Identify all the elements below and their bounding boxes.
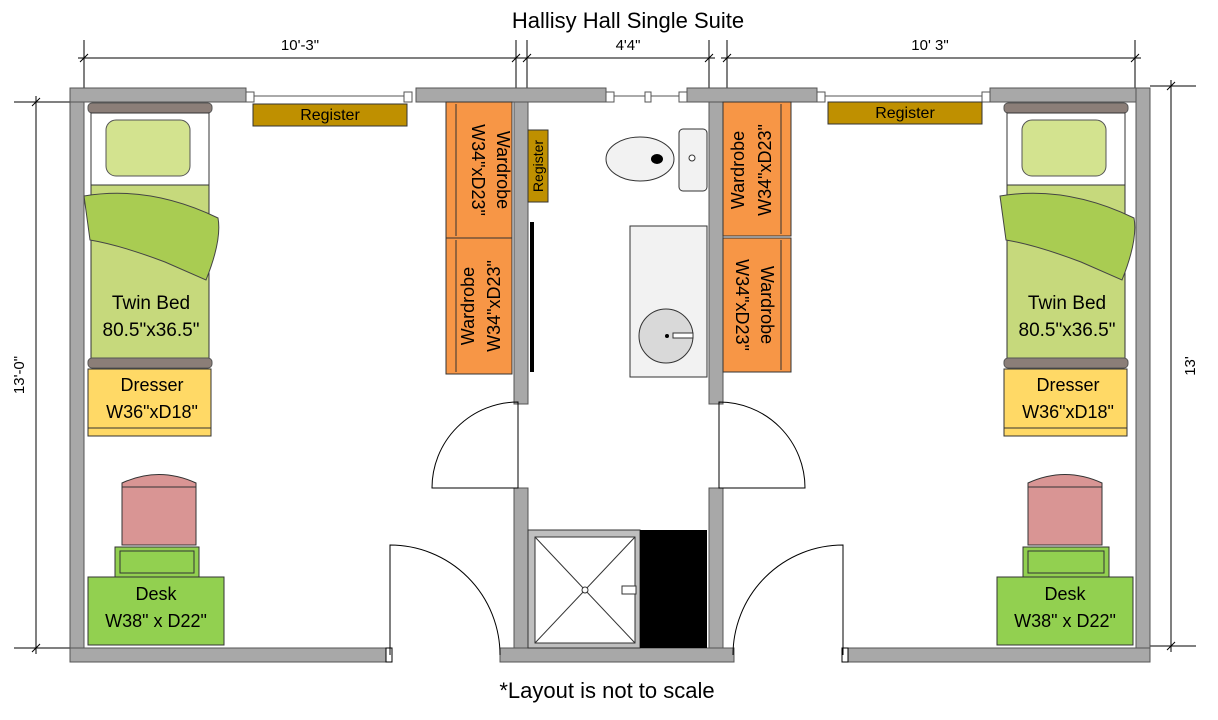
right-wardrobe-top-name: Wardrobe: [728, 131, 748, 209]
right-entry-door-swing: [732, 544, 844, 656]
left-bed-size: 80.5"x36.5": [103, 320, 200, 341]
right-desk-name: Desk: [1044, 584, 1086, 604]
right-entry-door[interactable]: [841, 647, 849, 663]
left-dresser: [87, 368, 212, 437]
left-desk: [87, 576, 225, 646]
left-desk-top: [114, 546, 200, 578]
right-register: [827, 101, 983, 125]
left-wardrobes: Wardrobe W34"xD23" Wardrobe W34"xD23": [445, 101, 534, 375]
right-wardrobes: Wardrobe W34"xD23" Wardrobe W34"xD23": [722, 101, 792, 373]
shower-curtain-area: [640, 530, 707, 648]
bathroom: [527, 128, 708, 649]
dim-left-width: 10'-3": [281, 37, 319, 54]
right-wardrobe-top: [722, 101, 792, 237]
right-dresser-size: W36"xD18": [1022, 402, 1114, 422]
toilet-bowl: [605, 136, 675, 182]
right-register-label: Register: [875, 105, 935, 122]
dim-right-width: 10' 3": [911, 37, 948, 54]
bath-door-left-swing: [431, 401, 519, 489]
right-desk: [996, 576, 1134, 646]
bath-door-right-swing: [718, 401, 806, 489]
left-desk-size: W38" x D22": [105, 611, 207, 631]
right-desk-size: W38" x D22": [1014, 611, 1116, 631]
right-bed-name: Twin Bed: [1028, 293, 1106, 314]
left-blanket-fold: [83, 192, 220, 281]
right-dresser: [1003, 368, 1128, 437]
left-wardrobe-bottom-size: W34"xD23": [484, 260, 504, 352]
left-wardrobe-bottom-name: Wardrobe: [458, 267, 478, 345]
bath-register: [527, 129, 549, 203]
bath-register-label: Register: [530, 140, 546, 192]
right-wardrobe-bottom-name: Wardrobe: [757, 266, 777, 344]
right-dresser-name: Dresser: [1036, 375, 1099, 395]
left-room: Register Twin Bed 80.5"x36.5" Dresser W3…: [83, 102, 408, 646]
left-register: [252, 103, 408, 127]
dim-bath-width: 4'4": [616, 37, 641, 54]
left-entry-door[interactable]: [385, 647, 393, 663]
plan-title: Hallisy Hall Single Suite: [512, 8, 744, 33]
left-wardrobe-top: [445, 101, 513, 239]
left-pillow: [105, 119, 191, 177]
left-twin-bed: [83, 102, 220, 369]
right-twin-bed: [999, 102, 1136, 369]
plan-footnote: *Layout is not to scale: [499, 678, 714, 703]
right-wardrobe-bottom: [722, 237, 792, 373]
dim-right-height: 13': [1182, 356, 1199, 376]
walls: [69, 87, 1151, 663]
right-room: Register Twin Bed 80.5"x36.5" Dresser W3…: [827, 101, 1136, 646]
left-desk-name: Desk: [135, 584, 177, 604]
dim-left-height: 13'-0": [11, 356, 28, 394]
right-blanket-fold: [999, 192, 1136, 281]
right-bed-size: 80.5"x36.5": [1019, 320, 1116, 341]
left-entry-door-swing: [389, 544, 501, 656]
right-chair: [1027, 474, 1103, 546]
windows: [245, 91, 991, 103]
left-chair: [121, 474, 197, 546]
left-register-label: Register: [300, 107, 360, 124]
right-wardrobe-bottom-size: W34"xD23": [732, 259, 752, 351]
right-pillow: [1021, 119, 1107, 177]
right-desk-top: [1022, 546, 1110, 578]
left-wardrobe-bottom: [445, 237, 513, 375]
left-wardrobe-top-size: W34"xD23": [468, 124, 488, 216]
left-dresser-name: Dresser: [120, 375, 183, 395]
left-dresser-size: W36"xD18": [106, 402, 198, 422]
right-wardrobe-top-size: W34"xD23": [755, 124, 775, 216]
left-bed-name: Twin Bed: [112, 293, 190, 314]
left-wardrobe-top-name: Wardrobe: [493, 131, 513, 209]
dimension-lines: [14, 40, 1196, 654]
doors: [385, 401, 849, 663]
